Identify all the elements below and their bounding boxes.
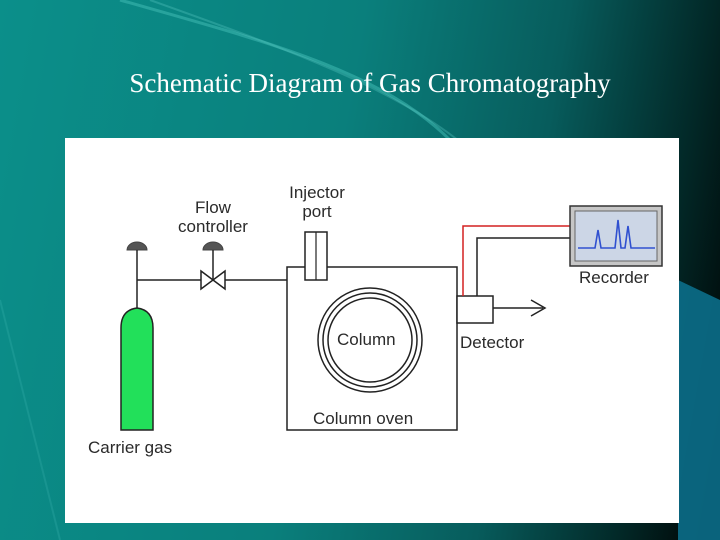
injector-port-label-line2: port [302, 202, 332, 221]
gas-cylinder [120, 307, 154, 431]
flow-controller-label-line1: Flow [195, 198, 231, 217]
flow-controller-cap [202, 241, 224, 251]
slide-title: Schematic Diagram of Gas Chromatography [129, 68, 611, 98]
signal-wire-red [462, 225, 570, 296]
column-coil-outer [317, 287, 423, 393]
column-label: Column [337, 330, 396, 349]
flow-controller-label: Flow controller [173, 198, 253, 236]
injector-port-label-line1: Injector [289, 183, 345, 202]
vent-arrow [530, 299, 547, 317]
chromatogram-trace [578, 219, 655, 249]
column-oven-label: Column oven [313, 409, 414, 428]
injector-port-label: Injector port [277, 183, 357, 221]
column-coil-middle [322, 292, 418, 388]
detector [456, 295, 494, 324]
recorder-label: Recorder [579, 268, 649, 287]
cylinder-cap [126, 241, 148, 251]
flow-controller-valve [200, 269, 226, 291]
carrier-gas-label: Carrier gas [88, 438, 173, 457]
column-oven [286, 266, 458, 431]
flow-controller-label-line2: controller [178, 217, 248, 236]
column-coil-inner [327, 297, 413, 383]
diagram-panel: Flow controller Injector port Recorder C… [65, 138, 679, 523]
signal-wire-black [476, 237, 570, 296]
detector-label: Detector [460, 333, 525, 352]
gc-schematic [120, 205, 663, 431]
